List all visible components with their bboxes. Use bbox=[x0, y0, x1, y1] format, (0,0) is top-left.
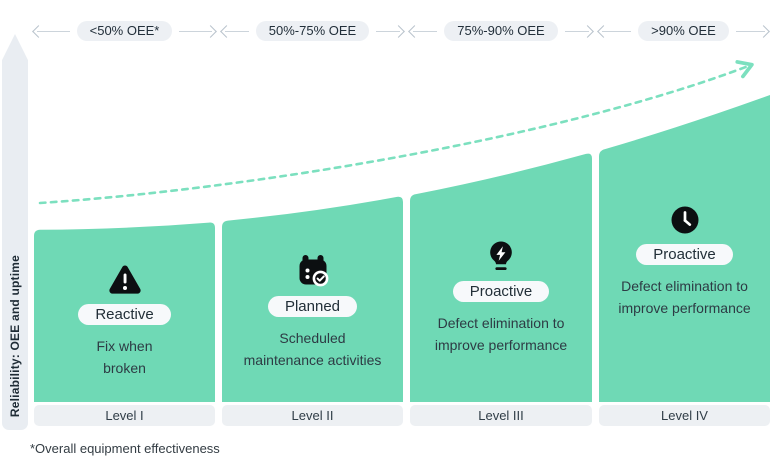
oee-range-pill: 50%-75% OEE bbox=[255, 21, 370, 41]
lightbulb-bolt-icon bbox=[490, 241, 512, 270]
calendar-check-icon bbox=[299, 255, 328, 287]
column-description: Scheduled maintenance activities bbox=[243, 330, 382, 368]
arrow-line bbox=[37, 30, 70, 32]
column-description: Defect elimination to improve performanc… bbox=[618, 278, 751, 316]
clock-icon bbox=[671, 206, 698, 234]
oee-range-pill: >90% OEE bbox=[638, 21, 729, 41]
arrow-line bbox=[376, 30, 400, 32]
column-level-1: Reactive Fix when broken bbox=[34, 264, 215, 379]
level-label-4: Level IV bbox=[599, 405, 770, 426]
oee-range-pill: <50% OEE* bbox=[76, 21, 173, 41]
arrow-line bbox=[602, 30, 632, 32]
column-level-3: Proactive Defect elimination to improve … bbox=[410, 239, 592, 356]
arrow-line bbox=[735, 30, 765, 32]
warning-icon bbox=[108, 265, 141, 294]
status-badge: Planned bbox=[267, 296, 358, 317]
status-badge: Reactive bbox=[78, 304, 171, 325]
oee-range-section-3: 75%-90% OEE bbox=[408, 21, 594, 41]
oee-range-section-2: 50%-75% OEE bbox=[220, 21, 405, 41]
arrow-line bbox=[413, 30, 438, 32]
column-level-4: Proactive Defect elimination to improve … bbox=[599, 205, 770, 319]
level-label-3: Level III bbox=[410, 405, 592, 426]
reliability-axis-arrow: Reliability: OEE and uptime bbox=[2, 34, 28, 430]
level-label-2: Level II bbox=[222, 405, 403, 426]
arrow-line bbox=[564, 30, 589, 32]
footnote: *Overall equipment effectiveness bbox=[30, 441, 220, 456]
status-badge: Proactive bbox=[636, 244, 733, 265]
oee-range-section-4: >90% OEE bbox=[597, 21, 770, 41]
status-badge: Proactive bbox=[452, 281, 550, 302]
oee-range-section-1: <50% OEE* bbox=[32, 21, 217, 41]
level-label-1: Level I bbox=[34, 405, 215, 426]
arrow-line bbox=[225, 30, 249, 32]
column-level-2: Planned Scheduled maintenance activities bbox=[222, 253, 403, 371]
bar-level-3 bbox=[410, 153, 592, 402]
column-description: Fix when broken bbox=[96, 338, 153, 376]
oee-range-pill: 75%-90% OEE bbox=[444, 21, 558, 41]
arrow-line bbox=[179, 30, 212, 32]
dashed-growth-arrow bbox=[38, 60, 754, 205]
column-description: Defect elimination to improve performanc… bbox=[434, 315, 568, 353]
